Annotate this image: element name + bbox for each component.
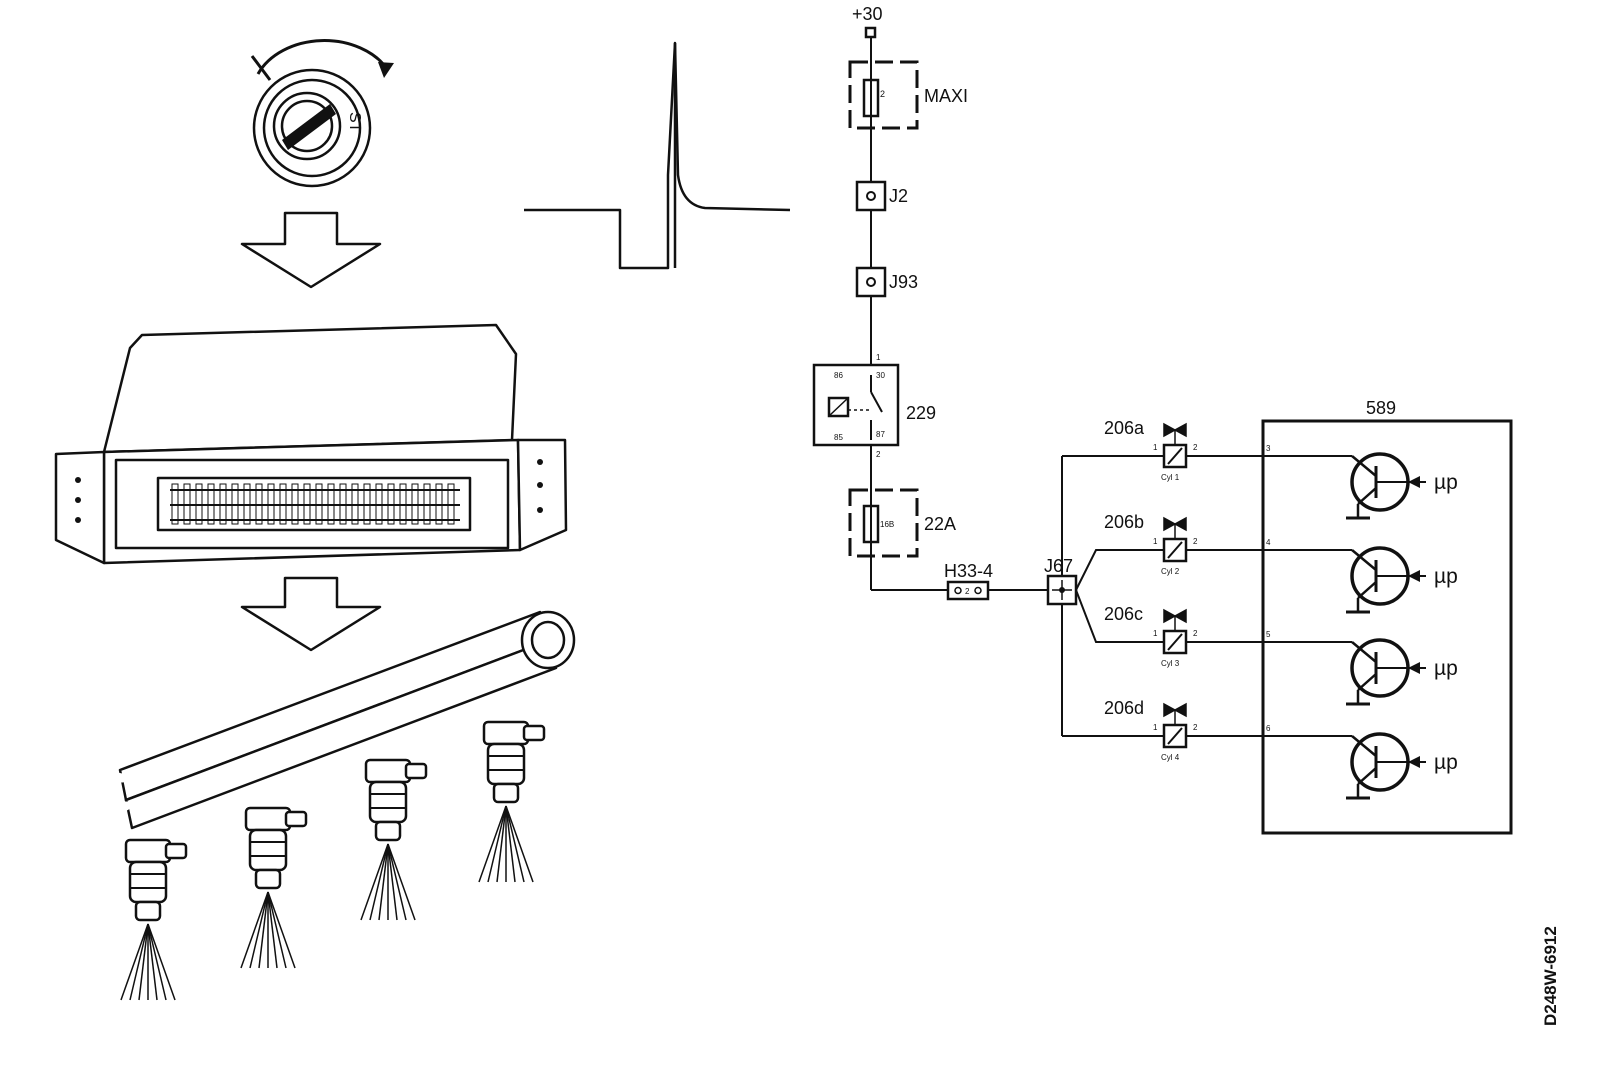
fuel-rail-icon xyxy=(27,610,576,830)
ecu-module-icon xyxy=(54,323,568,565)
fuse-maxi-label: MAXI xyxy=(924,86,968,106)
connector-j2: J2 xyxy=(855,180,908,212)
injector-cyl-label: Cyl 3 xyxy=(1161,659,1180,668)
connector-h33-pin: 2 xyxy=(965,587,970,596)
fuel-injector-icon xyxy=(120,838,188,1001)
injector-label: 206c xyxy=(1104,604,1143,624)
connector-j67: J67 xyxy=(1044,556,1078,606)
injector-pin1: 1 xyxy=(1153,629,1158,638)
connector-j67-label: J67 xyxy=(1044,556,1073,576)
injector-label: 206a xyxy=(1104,418,1145,438)
driver-transistor-icon: µp xyxy=(1346,546,1458,614)
relay-pin-top: 1 xyxy=(876,353,881,362)
ignition-st-label: ST xyxy=(346,112,363,133)
fuel-injector-icon xyxy=(240,806,308,969)
relay-pin-bottom: 2 xyxy=(876,450,881,459)
injector-cyl-label: Cyl 1 xyxy=(1161,473,1180,482)
fuse-22a-rating: 16B xyxy=(880,520,894,529)
driver-transistor-icon: µp xyxy=(1346,732,1458,800)
ecu-pin-label: 4 xyxy=(1266,538,1271,547)
down-arrow-icon xyxy=(240,211,382,289)
injector-pin2: 2 xyxy=(1193,723,1198,732)
relay-pin-85: 85 xyxy=(834,433,843,442)
injector-pin2: 2 xyxy=(1193,629,1198,638)
injector-pin1: 1 xyxy=(1153,723,1158,732)
relay-229: 86 30 85 87 1 2 229 xyxy=(812,353,936,459)
connector-j93: J93 xyxy=(855,266,918,298)
ecu-589: 589 xyxy=(1261,398,1513,835)
connector-j2-label: J2 xyxy=(889,186,908,206)
connector-h33-label: H33-4 xyxy=(944,561,993,581)
injector-pin1: 1 xyxy=(1153,537,1158,546)
injector-pin1: 1 xyxy=(1153,443,1158,452)
supply-label: +30 xyxy=(852,4,883,24)
relay-pin-87: 87 xyxy=(876,430,885,439)
injector-label: 206b xyxy=(1104,512,1144,532)
relay-pin-30: 30 xyxy=(876,371,885,380)
driver-label: µp xyxy=(1434,471,1458,494)
fuel-injector-icon xyxy=(360,758,428,921)
fuel-injector-icon xyxy=(478,720,546,883)
injector-cyl-label: Cyl 2 xyxy=(1161,567,1180,576)
driver-transistor-icon: µp xyxy=(1346,452,1458,520)
ecu-label: 589 xyxy=(1366,398,1396,418)
injector-pin2: 2 xyxy=(1193,443,1198,452)
fuse-22a: 16B 22A xyxy=(848,488,956,558)
ignition-switch-icon: ST xyxy=(250,39,394,188)
relay-label: 229 xyxy=(906,403,936,423)
supply-terminal xyxy=(864,26,877,39)
ecu-pin-label: 5 xyxy=(1266,630,1271,639)
injector-group xyxy=(120,720,546,1001)
ecu-pin-label: 6 xyxy=(1266,724,1271,733)
connector-j93-label: J93 xyxy=(889,272,918,292)
down-arrow-icon xyxy=(240,576,382,652)
injector-cyl-label: Cyl 4 xyxy=(1161,753,1180,762)
figure-id: D248W-6912 xyxy=(1541,926,1560,1026)
relay-pin-86: 86 xyxy=(834,371,843,380)
driver-label: µp xyxy=(1434,565,1458,588)
connector-h33-4: H33-4 2 xyxy=(944,561,993,601)
driver-transistor-icon: µp xyxy=(1346,638,1458,706)
fuse-maxi-pin: 2 xyxy=(880,89,885,99)
injector-waveform xyxy=(524,41,791,270)
fuse-22a-label: 22A xyxy=(924,514,956,534)
injector-pin2: 2 xyxy=(1193,537,1198,546)
driver-label: µp xyxy=(1434,751,1458,774)
injector-label: 206d xyxy=(1104,698,1144,718)
driver-label: µp xyxy=(1434,657,1458,680)
fuse-maxi: 2 MAXI xyxy=(848,60,968,130)
ecu-pin-label: 3 xyxy=(1266,444,1271,453)
